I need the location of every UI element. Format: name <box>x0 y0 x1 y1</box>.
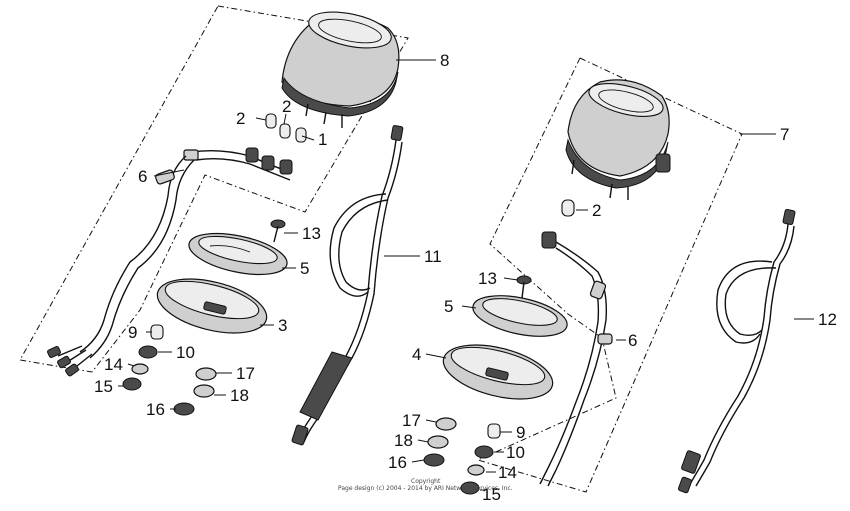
callout-5: 5 <box>444 297 453 316</box>
right-small-parts <box>423 417 501 495</box>
callout-3: 3 <box>278 316 287 335</box>
callout-10: 10 <box>176 343 195 362</box>
callout-7: 7 <box>780 125 789 144</box>
callout-6: 6 <box>628 331 637 350</box>
right-screw <box>516 275 532 299</box>
callout-17: 17 <box>236 364 255 383</box>
left-meter-housing <box>281 11 400 128</box>
right-meter-ring <box>472 295 568 337</box>
speedometer-cable-left <box>291 125 404 446</box>
callout-16: 16 <box>388 453 407 472</box>
callout-14: 14 <box>104 355 123 374</box>
callout-2: 2 <box>236 109 245 128</box>
callout-16: 16 <box>146 400 165 419</box>
right-meter-housing <box>565 79 671 200</box>
right-meter-case <box>442 344 554 400</box>
callout-6: 6 <box>138 167 147 186</box>
callout-2: 2 <box>592 201 601 220</box>
callout-2: 2 <box>282 97 291 116</box>
left-meter-case <box>156 278 268 334</box>
callout-15: 15 <box>94 377 113 396</box>
callout-15: 15 <box>482 485 501 504</box>
callout-1: 1 <box>318 130 327 149</box>
right-indicator-bulb <box>561 199 575 217</box>
callout-4: 4 <box>412 345 421 364</box>
callout-10: 10 <box>506 443 525 462</box>
copyright-label: Copyright <box>411 478 441 485</box>
copyright-notice: Page design (c) 2004 - 2014 by ARI Netwo… <box>338 485 513 492</box>
callout-11: 11 <box>424 247 442 266</box>
callout-18: 18 <box>230 386 249 405</box>
left-indicator-bulbs <box>265 113 307 143</box>
left-screw <box>270 219 286 243</box>
callout-8: 8 <box>440 51 449 70</box>
left-wire-harness <box>47 147 293 377</box>
callout-9: 9 <box>516 423 525 442</box>
callout-13: 13 <box>302 224 321 243</box>
callout-9: 9 <box>128 323 137 342</box>
callout-13: 13 <box>478 269 497 288</box>
left-small-parts <box>122 324 217 416</box>
leader-lines <box>118 59 814 491</box>
callout-5: 5 <box>300 259 309 278</box>
callout-labels: 8 2 2 1 6 13 5 3 11 9 10 14 15 16 17 18 … <box>94 51 837 504</box>
right-wire-harness <box>539 231 613 487</box>
callout-12: 12 <box>818 310 837 329</box>
callout-17: 17 <box>402 411 421 430</box>
left-meter-ring <box>188 232 288 276</box>
tachometer-cable <box>677 208 796 494</box>
callout-18: 18 <box>394 431 413 450</box>
right-assembly-outline <box>476 57 743 493</box>
callout-14: 14 <box>498 463 517 482</box>
